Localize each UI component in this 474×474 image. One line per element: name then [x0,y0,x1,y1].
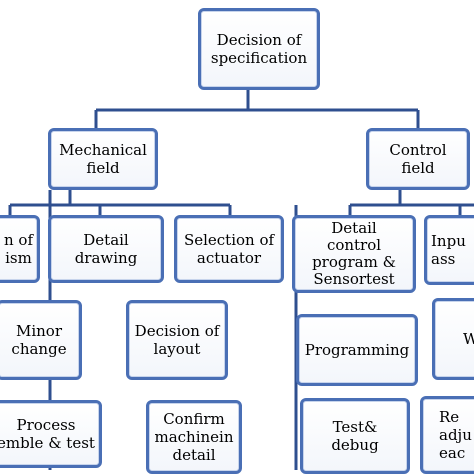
node-minor-change: Minor change [0,300,82,380]
node-test-debug: Test& debug [300,398,410,474]
node-detail-drawing: Detail drawing [48,215,164,283]
node-detail-control-program: Detail control program & Sensortest [292,215,416,293]
node-selection-of-actuator: Selection of actuator [174,215,284,283]
node-control-field: Control field [366,128,470,190]
node-mechanical-field: Mechanical field [48,128,158,190]
node-input-partial: Inpu ass [424,215,474,285]
node-right-partial: W [432,298,474,380]
node-decision-of-specification: Decision of specification [198,8,320,90]
node-process-assemble-test: Process emble & test [0,400,102,468]
node-decision-of-layout: Decision of layout [126,300,228,380]
node-programming: Programming [296,314,418,386]
node-mechanism-partial: n of ism [0,215,40,283]
node-readjust-partial: Re adju eac [420,396,474,474]
node-confirm-machine-detail: Confirm machinein detail [146,400,242,474]
